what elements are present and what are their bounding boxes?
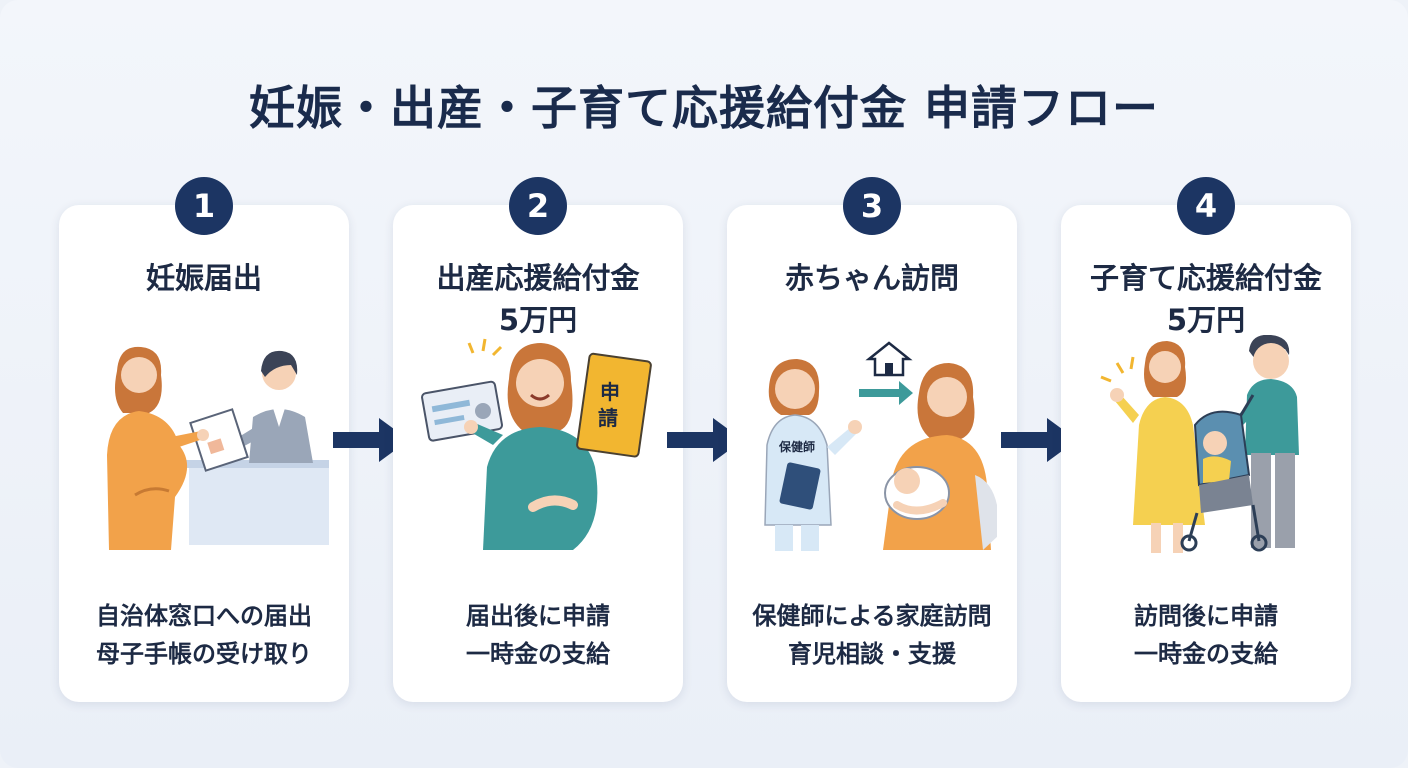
envelope-text-2: 請 [598,406,618,430]
step-1-badge: 1 [175,177,233,235]
step-3-card: 赤ちゃん訪問 保健師 保健師 [727,205,1017,702]
step-3-title: 赤ちゃん訪問 [727,257,1017,299]
step-3-description: 保健師による家庭訪問 育児相談・支援 [727,597,1017,673]
step-2-description: 届出後に申請 一時金の支給 [393,597,683,673]
step-2-badge: 2 [509,177,567,235]
step-2-card: 出産応援給付金 5万円 申 請 届出後に申請 一時金の支給 [393,205,683,702]
step-2-desc-line2: 一時金の支給 [466,640,610,668]
step-2-title-line1: 出産応援給付金 [436,261,640,295]
child-rearing-benefit-illustration [1100,335,1299,553]
step-3-title-line1: 赤ちゃん訪問 [784,261,959,295]
step-3-desc-line2: 育児相談・支援 [788,640,956,668]
step-4-desc-line1: 訪問後に申請 [1134,602,1278,630]
step-3-desc-line1: 保健師による家庭訪問 [752,602,992,630]
pregnancy-notification-illustration [107,346,329,550]
step-4-desc-line2: 一時金の支給 [1134,640,1278,668]
nurse-badge-text: 保健師 [778,439,815,454]
house-icon [865,341,913,377]
arrow-right-icon [667,418,743,462]
step-1-title: 妊娠届出 [59,257,349,299]
page-title: 妊娠・出産・子育て応援給付金 申請フロー [248,81,1159,135]
step-3-badge: 3 [843,177,901,235]
birth-benefit-illustration: 申 請 [421,338,652,550]
arrow-right-icon [333,418,409,462]
step-1-title-line1: 妊娠届出 [145,261,262,295]
step-2-title-line2: 5万円 [498,303,578,337]
arrow-right-icon [1001,418,1077,462]
step-1-card: 妊娠届出 自治体窓口への届出 母子手帳の受け取り [59,205,349,702]
step-4-card: 子育て応援給付金 5万円 [1061,205,1351,702]
step-1-description: 自治体窓口への届出 母子手帳の受け取り [59,597,349,673]
envelope-text-1: 申 [600,380,620,404]
step-2-title: 出産応援給付金 5万円 [393,257,683,341]
step-4-title: 子育て応援給付金 5万円 [1061,257,1351,341]
step-4-description: 訪問後に申請 一時金の支給 [1061,597,1351,673]
step-4-badge: 4 [1177,177,1235,235]
step-1-desc-line1: 自治体窓口への届出 [96,602,312,630]
step-1-desc-line2: 母子手帳の受け取り [96,640,312,668]
step-2-desc-line1: 届出後に申請 [466,602,610,630]
arrow-right-icon [859,381,913,405]
baby-visit-illustration: 保健師 [764,341,997,551]
step-4-title-line2: 5万円 [1166,303,1246,337]
step-4-title-line1: 子育て応援給付金 [1089,261,1322,295]
